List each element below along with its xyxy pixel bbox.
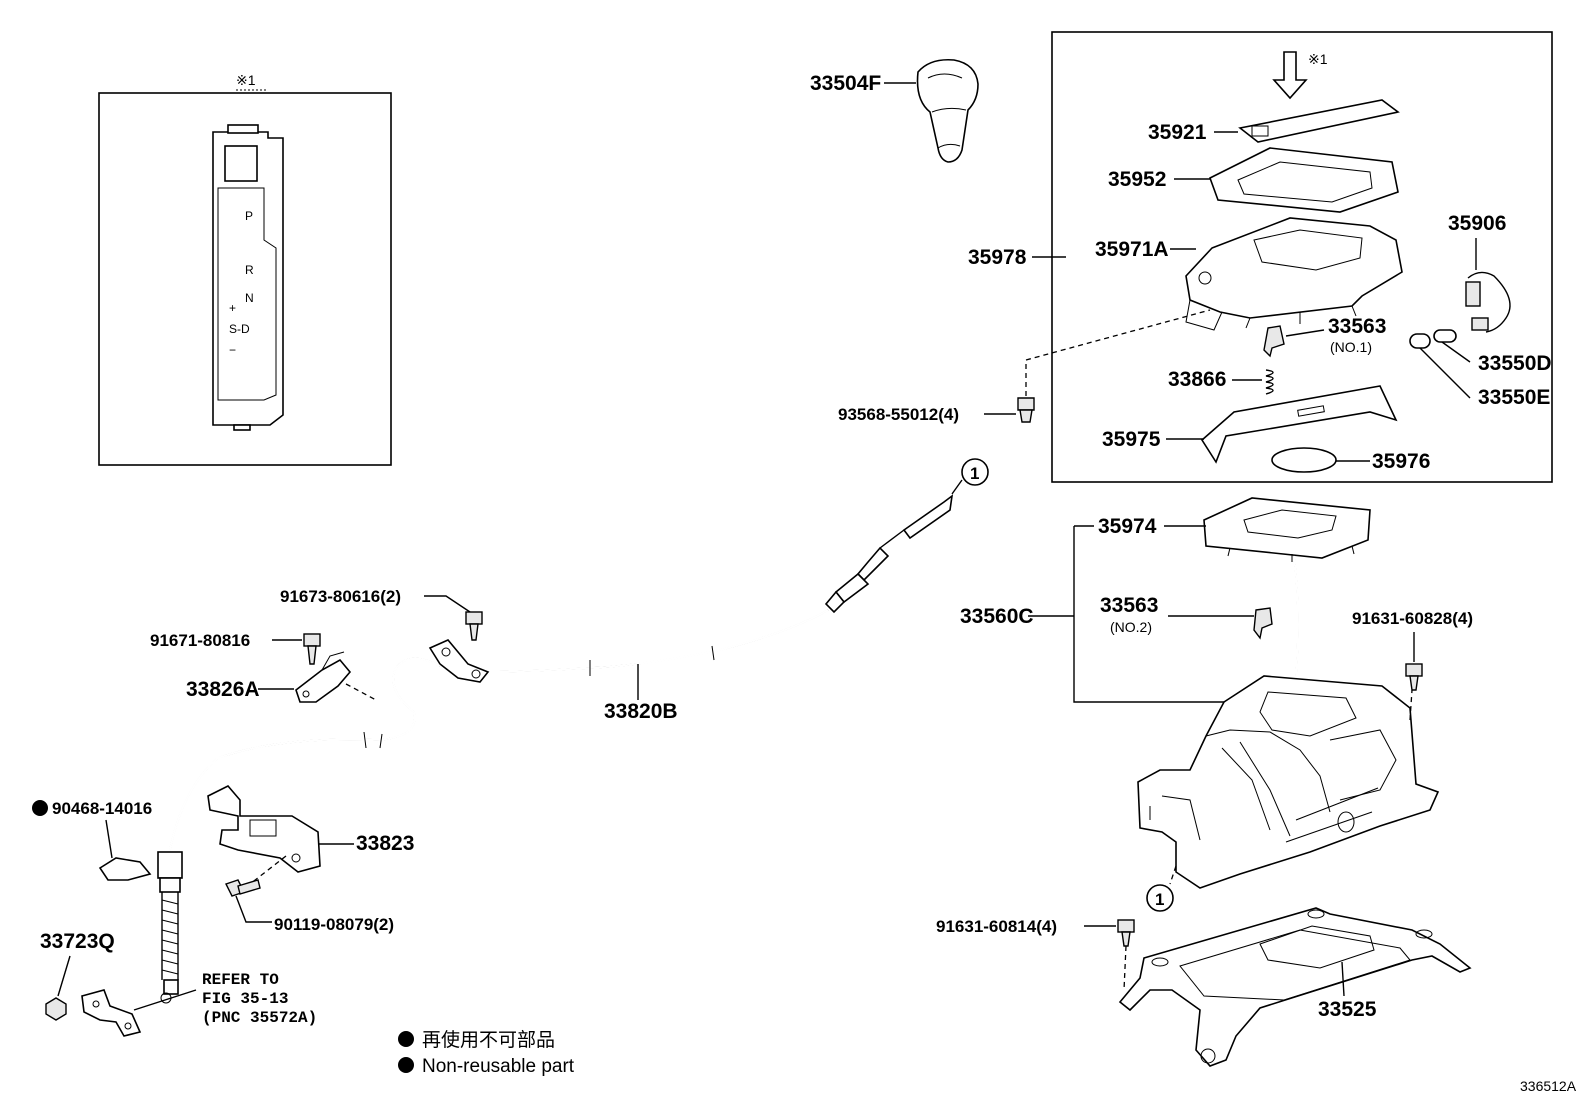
gate-sd: S-D xyxy=(229,322,250,336)
bolt-91671 xyxy=(303,633,321,665)
callout-top-text: 1 xyxy=(970,464,979,483)
lever-top-cover xyxy=(1203,497,1371,562)
gate-minus: − xyxy=(229,343,236,357)
label-90119: 90119-08079(2) xyxy=(274,915,394,934)
dust-cover xyxy=(1209,147,1399,213)
label-35906: 35906 xyxy=(1448,212,1506,235)
label-35975: 35975 xyxy=(1102,428,1161,451)
label-90468: 90468-14016 xyxy=(52,799,152,818)
inset-frame xyxy=(98,92,392,466)
label-33550D: 33550D xyxy=(1478,352,1552,375)
shift-cable xyxy=(157,494,954,1004)
label-35976: 35976 xyxy=(1372,450,1430,473)
label-33820B: 33820B xyxy=(604,700,678,723)
bracket-33826A xyxy=(295,651,352,703)
clip-90468 xyxy=(98,857,152,881)
bolt-91631-828 xyxy=(1405,663,1423,691)
detail-mark: ※1 xyxy=(1308,51,1328,67)
gate-n: N xyxy=(245,291,254,305)
filled-circle-icon xyxy=(398,1057,414,1073)
clip-no1 xyxy=(1263,325,1285,358)
screw-93568 xyxy=(1017,397,1035,423)
label-33550E: 33550E xyxy=(1478,386,1550,409)
legend-en: Non-reusable part xyxy=(422,1056,575,1077)
diagram-id: 336512A xyxy=(1520,1078,1577,1094)
gate-plus: + xyxy=(229,301,236,315)
indicator-plate xyxy=(1238,99,1400,143)
refer-line-3: (PNC 35572A) xyxy=(202,1009,317,1027)
bulb xyxy=(1409,329,1457,349)
gate-r: R xyxy=(245,263,254,277)
label-33525: 33525 xyxy=(1318,998,1377,1021)
callout-circle-bottom xyxy=(1146,884,1174,912)
label-35971A: 35971A xyxy=(1095,238,1169,261)
label-91673: 91673-80616(2) xyxy=(280,587,401,606)
label-91631-828: 91631-60828(4) xyxy=(1352,609,1473,628)
callout-circle-top xyxy=(961,458,989,486)
bolt-91631-814 xyxy=(1117,919,1135,947)
lower-bracket-plate xyxy=(81,989,142,1037)
refer-line-1: REFER TO xyxy=(202,971,279,989)
bracket-33823 xyxy=(207,785,321,873)
label-35921: 35921 xyxy=(1148,121,1207,144)
label-91671: 91671-80816 xyxy=(150,631,250,650)
nut-33723Q xyxy=(45,997,67,1021)
label-33823: 33823 xyxy=(356,832,414,855)
label-35978: 35978 xyxy=(968,246,1027,269)
shift-lever-housing xyxy=(1137,675,1440,889)
upper-housing xyxy=(1185,217,1403,331)
label-33563-no2-note: (NO.2) xyxy=(1110,619,1152,635)
label-91631-814: 91631-60814(4) xyxy=(936,917,1057,936)
label-33563-no1-note: (NO.1) xyxy=(1330,339,1372,355)
label-33504F: 33504F xyxy=(810,72,881,95)
inset-detail: ※1 P R N + S-D − xyxy=(98,72,392,466)
spring xyxy=(1265,369,1274,395)
label-33563-no1: 33563 xyxy=(1328,315,1386,338)
label-35952: 35952 xyxy=(1108,168,1166,191)
cover-disc xyxy=(1271,447,1337,473)
legend: 再使用不可部品 Non-reusable part xyxy=(398,1029,575,1077)
label-93568: 93568-55012(4) xyxy=(838,405,959,424)
label-33826A: 33826A xyxy=(186,678,260,701)
refer-line-2: FIG 35-13 xyxy=(202,990,288,1008)
label-35974: 35974 xyxy=(1098,515,1157,538)
cover-plate xyxy=(1200,385,1398,464)
inset-mark: ※1 xyxy=(236,72,256,88)
shift-indicator-panel: P R N + S-D − xyxy=(212,124,284,431)
filled-circle-icon xyxy=(32,800,48,816)
label-33723Q: 33723Q xyxy=(40,930,115,953)
base-bracket xyxy=(1118,907,1472,1067)
legend-jp: 再使用不可部品 xyxy=(422,1029,555,1051)
gate-p: P xyxy=(245,209,253,223)
label-33563-no2: 33563 xyxy=(1100,594,1158,617)
clip-no2 xyxy=(1253,607,1273,640)
shift-knob xyxy=(916,58,979,163)
down-arrow-icon xyxy=(1272,51,1308,100)
bolt-91673 xyxy=(465,611,483,641)
label-33560C: 33560C xyxy=(960,605,1034,628)
callout-bottom-text: 1 xyxy=(1155,890,1164,909)
wire-harness xyxy=(1465,271,1511,333)
bolt-90119 xyxy=(225,879,261,897)
label-33866: 33866 xyxy=(1168,368,1226,391)
filled-circle-icon xyxy=(398,1031,414,1047)
